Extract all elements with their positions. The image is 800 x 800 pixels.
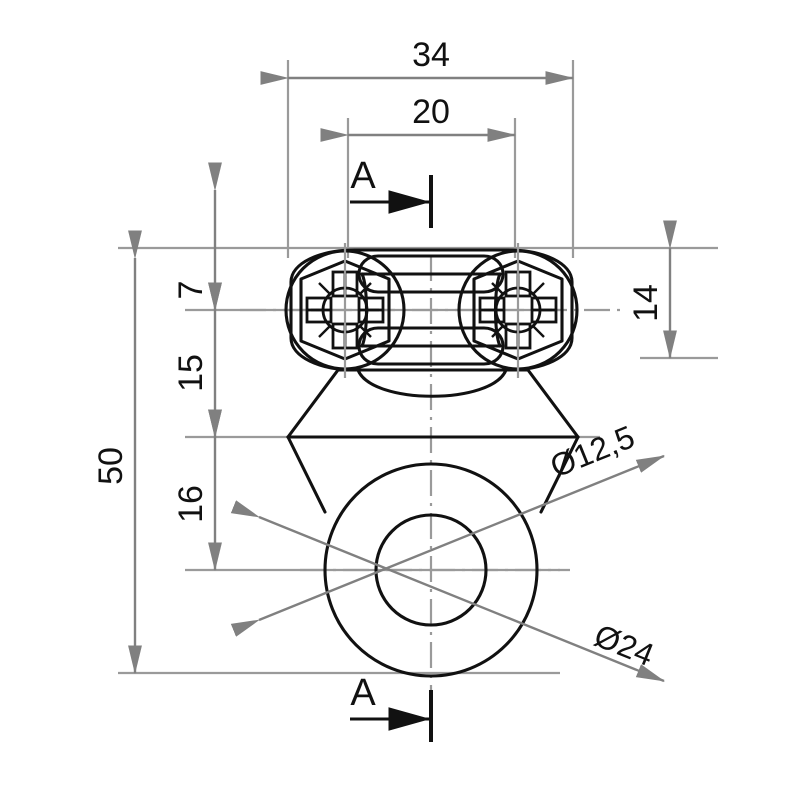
- section-mark-a-bottom: A: [350, 672, 433, 742]
- boss-center-marks: [343, 243, 520, 378]
- dimension-16-label: 16: [172, 485, 210, 523]
- dimension-15-label: 15: [172, 354, 210, 392]
- dimension-14-label: 14: [627, 284, 665, 322]
- section-mark-a-top: A: [350, 155, 433, 228]
- dimension-34: 34: [260, 36, 575, 85]
- dimension-16: 16: [172, 409, 222, 572]
- section-a-bottom-label: A: [350, 672, 376, 714]
- center-underside-arc: [356, 368, 508, 398]
- dimension-20: 20: [320, 93, 517, 142]
- dimension-50: 50: [92, 230, 142, 675]
- dimension-20-label: 20: [412, 93, 450, 131]
- dimension-7-label: 7: [172, 281, 210, 300]
- diameter-24-leader: [230, 500, 666, 683]
- neck-left-edge: [286, 368, 340, 439]
- center-upper-slot: [357, 254, 505, 294]
- neck-right-edge: [526, 368, 580, 439]
- dimension-34-label: 34: [412, 36, 450, 74]
- section-a-top-label: A: [350, 155, 376, 197]
- dimension-14: 14: [627, 220, 677, 360]
- center-lower-slot: [357, 326, 505, 366]
- dimension-50-label: 50: [92, 447, 130, 485]
